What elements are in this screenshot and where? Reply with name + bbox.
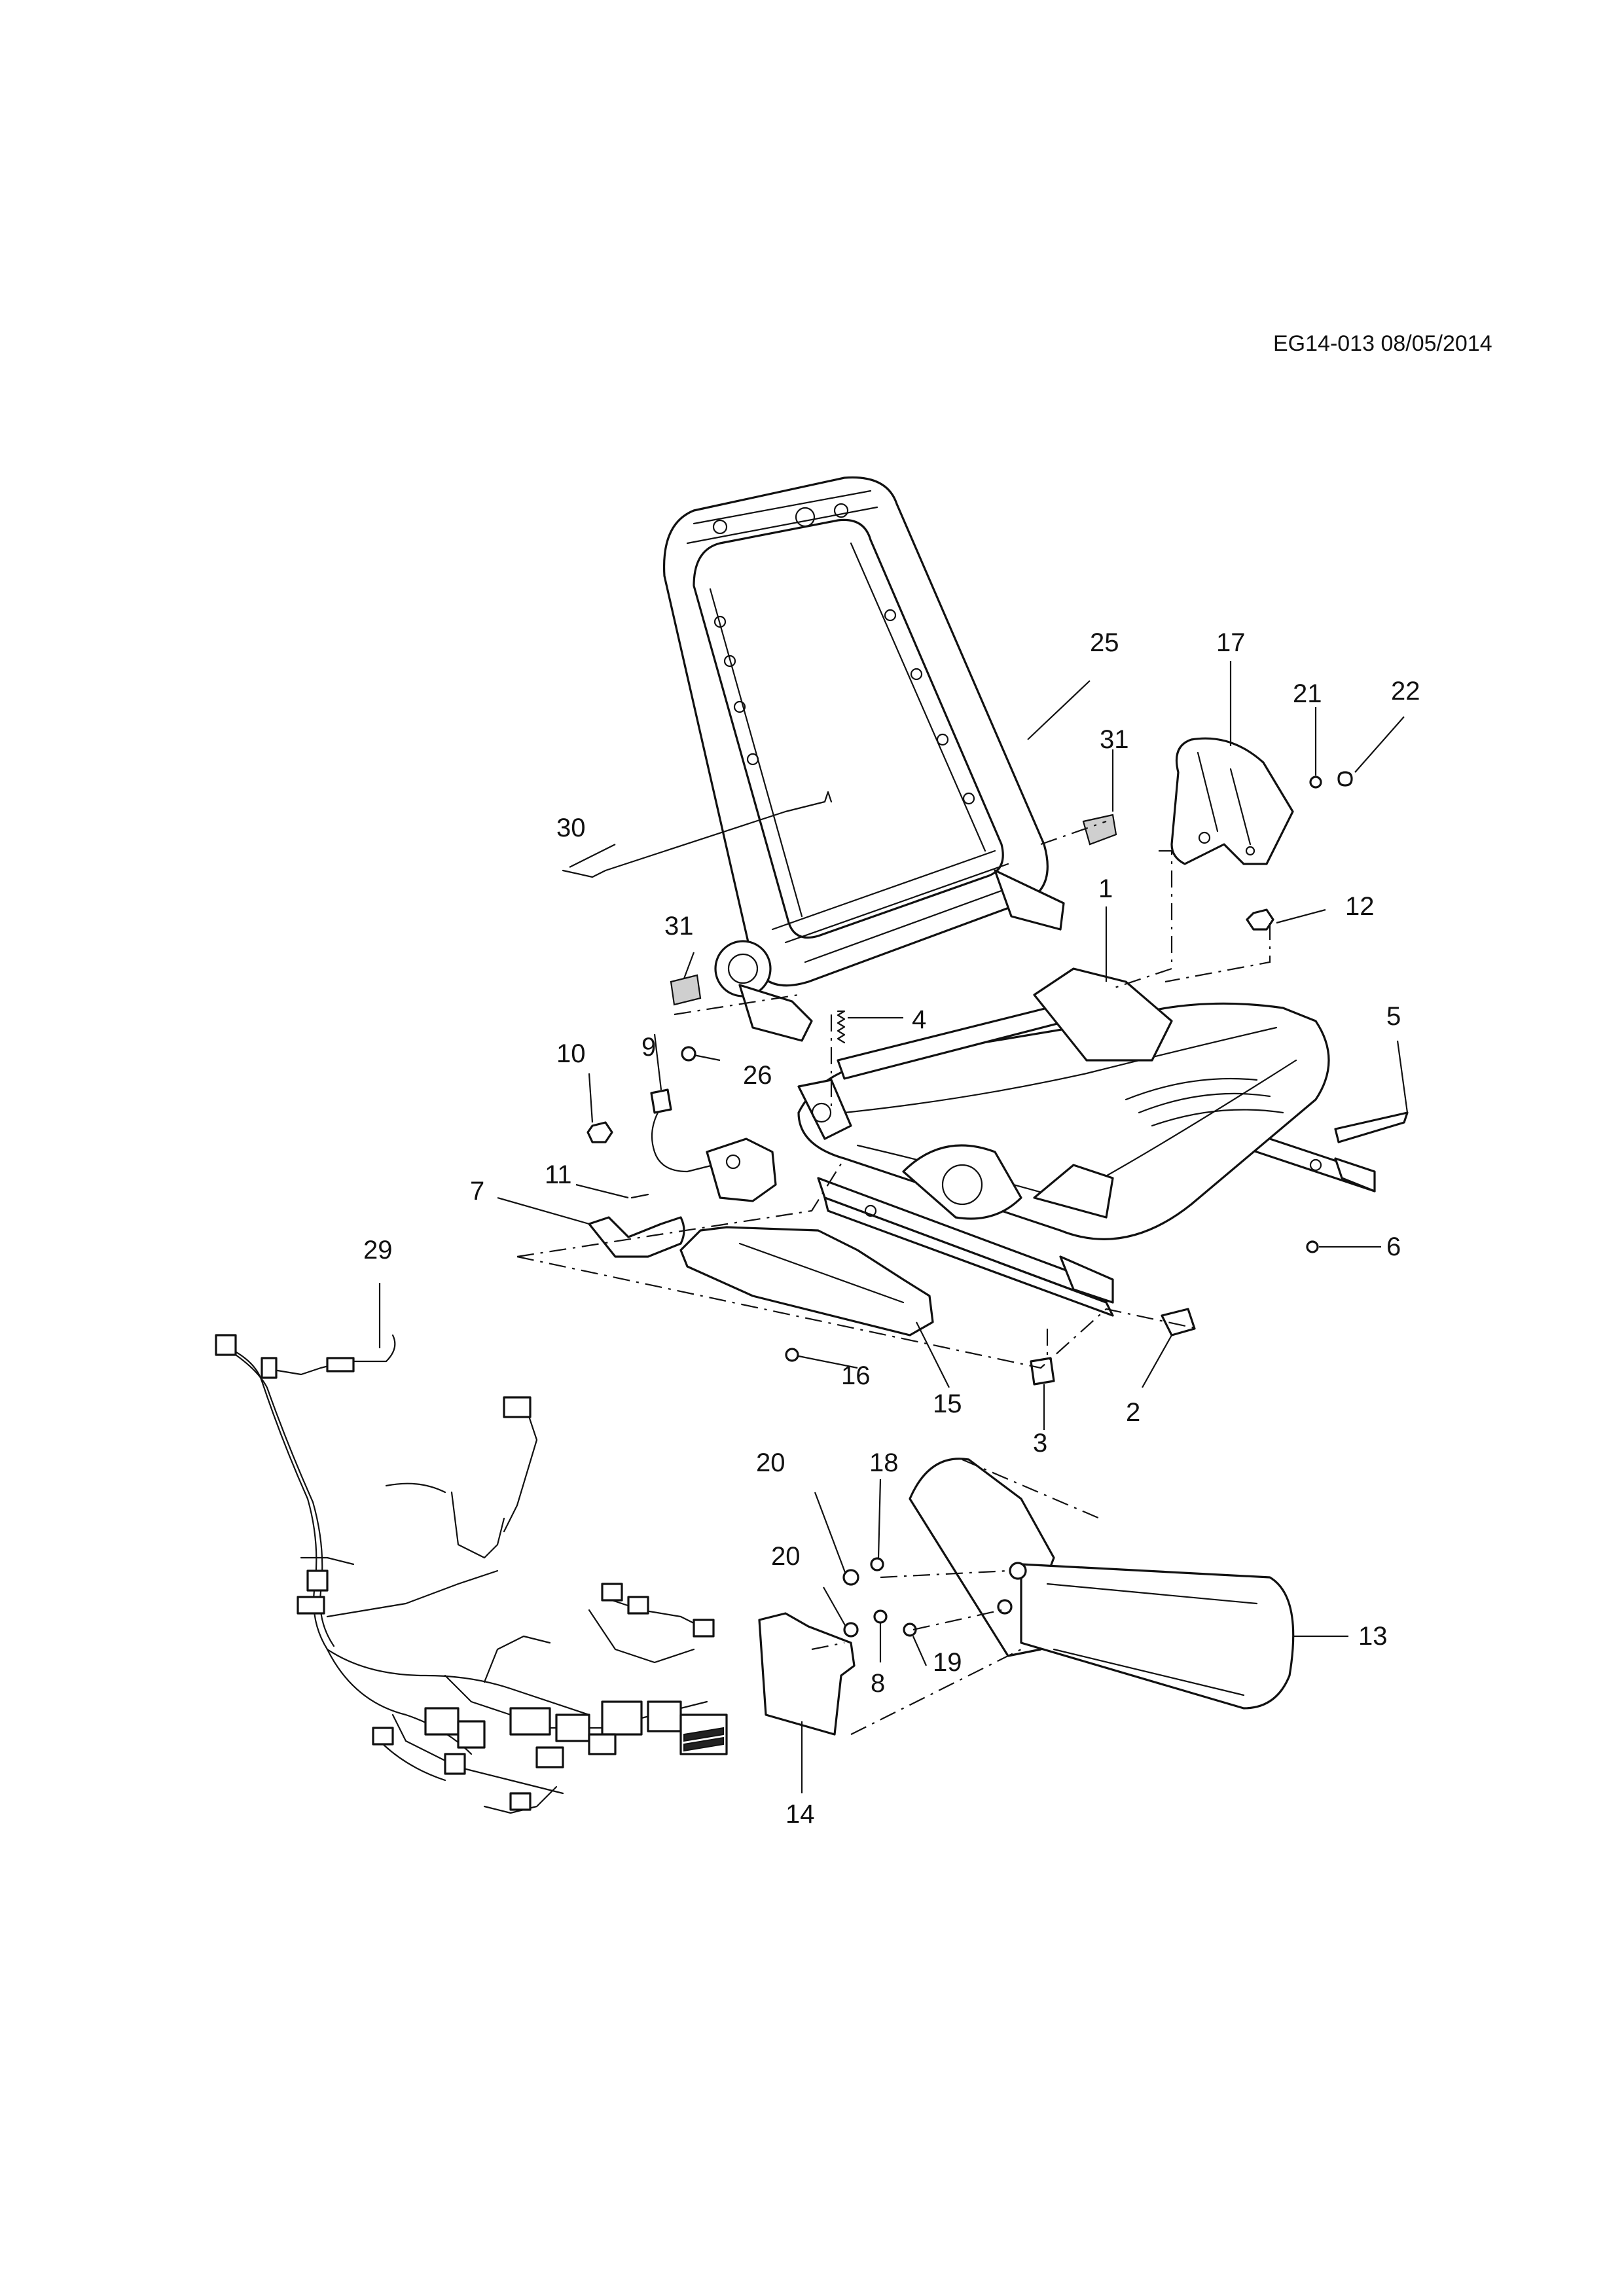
phantom-lines bbox=[516, 820, 1271, 1735]
callout-26: 26 bbox=[743, 1061, 772, 1090]
callout-1: 1 bbox=[1098, 874, 1113, 903]
callout-11: 11 bbox=[545, 1160, 572, 1189]
callout-20-lower: 20 bbox=[771, 1542, 801, 1571]
callout-25: 25 bbox=[1090, 628, 1119, 657]
screw-11 bbox=[630, 1193, 649, 1199]
leader-lines bbox=[378, 661, 1409, 1793]
nut-10 bbox=[586, 1121, 613, 1143]
clip-3 bbox=[1030, 1357, 1055, 1386]
callout-14: 14 bbox=[785, 1800, 815, 1829]
callout-22: 22 bbox=[1391, 677, 1420, 706]
clip-18 bbox=[870, 1557, 884, 1571]
clip-2 bbox=[1161, 1308, 1196, 1336]
side-shield-inner bbox=[758, 1612, 856, 1736]
plug-20-lower bbox=[843, 1622, 859, 1638]
screw-16 bbox=[785, 1348, 799, 1362]
callout-31-lower: 31 bbox=[664, 912, 694, 941]
callout-20-upper: 20 bbox=[756, 1448, 785, 1477]
callout-15: 15 bbox=[933, 1390, 962, 1418]
callout-17: 17 bbox=[1216, 628, 1246, 657]
wiring-harness bbox=[215, 1334, 728, 1814]
track-end-cap bbox=[1334, 1111, 1409, 1143]
callout-31-upper: 31 bbox=[1100, 725, 1129, 754]
callout-7: 7 bbox=[470, 1177, 485, 1206]
lumbar-rod-30 bbox=[562, 791, 833, 878]
upper-trim-panel bbox=[1170, 737, 1294, 865]
seat-adjuster-motor bbox=[706, 1138, 777, 1202]
callout-13: 13 bbox=[1358, 1622, 1388, 1651]
callout-2: 2 bbox=[1126, 1398, 1141, 1427]
callout-9: 9 bbox=[641, 1033, 657, 1062]
connector-9 bbox=[650, 1088, 672, 1114]
plug-20-upper bbox=[842, 1569, 859, 1586]
motor-cable bbox=[651, 1111, 715, 1173]
callout-10: 10 bbox=[556, 1039, 586, 1068]
recliner-handle bbox=[588, 1216, 685, 1258]
callout-21: 21 bbox=[1293, 679, 1322, 708]
pad-31-upper bbox=[1082, 814, 1117, 846]
callout-5: 5 bbox=[1386, 1002, 1401, 1031]
seat-cushion-frame bbox=[797, 967, 1376, 1317]
callout-29: 29 bbox=[363, 1236, 393, 1265]
callout-12: 12 bbox=[1345, 892, 1375, 921]
clip-22 bbox=[1337, 771, 1353, 787]
seat-back-frame bbox=[662, 476, 1065, 1042]
callout-3: 3 bbox=[1033, 1429, 1048, 1458]
callout-4: 4 bbox=[912, 1005, 927, 1034]
clip-8 bbox=[873, 1609, 888, 1624]
callout-16: 16 bbox=[841, 1361, 871, 1390]
callout-8: 8 bbox=[871, 1669, 886, 1698]
callout-19: 19 bbox=[933, 1648, 962, 1677]
spring-4 bbox=[837, 1010, 846, 1044]
callout-18: 18 bbox=[869, 1448, 899, 1477]
screw-6 bbox=[1306, 1240, 1319, 1253]
pad-31-lower bbox=[670, 974, 702, 1006]
document-id: EG14-013 08/05/2014 bbox=[1273, 331, 1492, 356]
side-shield-outer bbox=[679, 1226, 934, 1336]
callout-30: 30 bbox=[556, 814, 586, 842]
screw-21 bbox=[1309, 776, 1322, 789]
washer-26 bbox=[681, 1046, 696, 1062]
callout-6: 6 bbox=[1386, 1232, 1401, 1261]
nut-12 bbox=[1246, 908, 1274, 931]
